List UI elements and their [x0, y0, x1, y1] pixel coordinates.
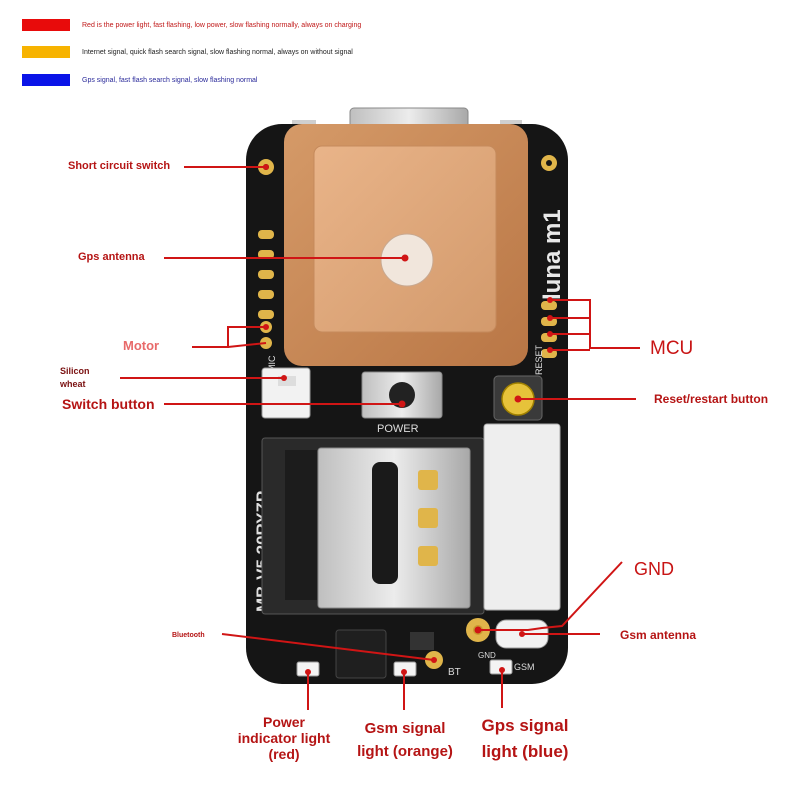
legend-item-gps: Gps signal, fast flash search signal, sl…: [22, 73, 257, 87]
board-power-text: POWER: [377, 423, 419, 435]
label-short-circuit-switch: Short circuit switch: [68, 160, 171, 172]
board-brand-text: luna m1: [539, 209, 566, 300]
legend-text-power: Red is the power light, fast flashing, l…: [82, 21, 362, 29]
gsm-antenna-strip: [483, 423, 561, 611]
label-gps-signal-light: Gps signal light (blue): [470, 713, 580, 766]
label-reset-button: Reset/restart button: [654, 392, 769, 406]
label-power-line2: indicator light: [237, 730, 331, 747]
board-bt-text: BT: [448, 667, 461, 678]
label-bluetooth: Bluetooth: [172, 632, 205, 639]
label-power-indicator-light: Power indicator light (red): [226, 714, 342, 762]
annotation-lines: [120, 166, 640, 710]
label-switch-button: Switch button: [62, 396, 155, 412]
silicon-wheat: [261, 367, 311, 419]
label-gsm-line1: Gsm signal: [364, 720, 446, 737]
board-gsm-text: GSM: [514, 662, 535, 672]
legend-swatch-red: [22, 19, 70, 31]
label-gnd: GND: [634, 559, 674, 579]
legend-text-internet: Internet signal, quick flash search sign…: [82, 48, 353, 56]
label-power-line3: (red): [268, 746, 300, 763]
label-gsm-antenna: Gsm antenna: [620, 628, 697, 642]
label-gsm-signal-light: Gsm signal light (orange): [344, 718, 466, 763]
label-gsm-line2: light (orange): [357, 742, 453, 760]
annotation-dots: [263, 164, 553, 675]
legend-item-internet: Internet signal, quick flash search sign…: [22, 45, 353, 59]
legend-text-gps: Gps signal, fast flash search signal, sl…: [82, 76, 258, 84]
left-edge-pads: [258, 159, 274, 349]
label-gps-line2: light (blue): [481, 742, 569, 762]
power-switch-knob: [389, 382, 415, 408]
label-silicon-wheat-line1: Silicon: [60, 366, 90, 376]
right-edge-pads: [541, 155, 557, 358]
label-motor: Motor: [123, 338, 160, 353]
legend-swatch-orange: [22, 46, 70, 58]
legend-swatch-blue: [22, 74, 70, 86]
label-power-line1: Power: [262, 714, 305, 730]
board-gnd-text: GND: [478, 651, 496, 660]
label-silicon-wheat-line2: wheat: [60, 379, 86, 389]
label-mcu: MCU: [650, 338, 694, 359]
board-reset-text: RESET: [534, 344, 544, 375]
legend-item-power: Red is the power light, fast flashing, l…: [22, 18, 361, 32]
label-gps-line1: Gps signal: [481, 716, 569, 735]
board-mic-text: MIC: [267, 355, 277, 372]
label-gps-antenna: Gps antenna: [78, 251, 145, 263]
